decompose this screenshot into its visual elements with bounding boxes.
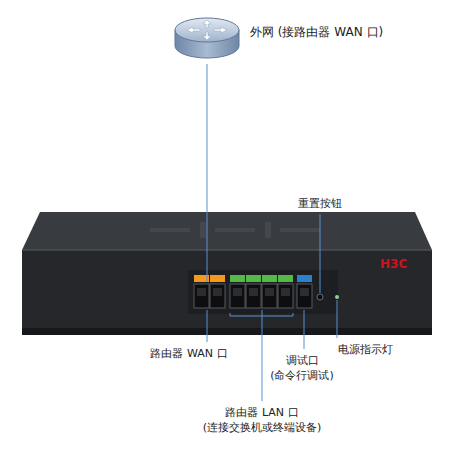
device-top (22, 212, 432, 250)
port-panel (188, 270, 338, 314)
port-contacts (265, 288, 274, 296)
top-emboss (265, 222, 271, 238)
device-illustration (22, 212, 432, 335)
port-color (278, 275, 293, 282)
device-base (22, 328, 432, 335)
device-edge (22, 250, 432, 251)
part-label: 调试口 (命令行调试) (262, 353, 342, 384)
port-contacts (300, 288, 309, 296)
router-arrow (187, 27, 200, 33)
top-emboss (150, 228, 190, 232)
port-color (297, 275, 312, 282)
port-contacts (281, 288, 290, 296)
port-color (262, 275, 277, 282)
device-front (22, 250, 432, 328)
rj45-port (230, 284, 245, 308)
rj45-port (278, 284, 293, 308)
leader-line (207, 212, 208, 282)
top-emboss (215, 228, 255, 232)
rj45-port (210, 284, 225, 308)
port-color (246, 275, 261, 282)
port-contacts (249, 288, 258, 296)
rj45-port (194, 284, 209, 308)
part-label: 路由器 LAN 口 (连接交换机或终端设备) (187, 405, 337, 436)
power-led (335, 295, 339, 299)
network-label: 外网 (接路由器 WAN 口) (250, 24, 383, 40)
port-color (210, 275, 225, 282)
part-label: 电源指示灯 (334, 342, 396, 357)
port-contacts (233, 288, 242, 296)
router-top (175, 18, 239, 42)
brand-logo: H3C (380, 256, 407, 272)
router-arrow (214, 27, 227, 33)
rj45-port (246, 284, 261, 308)
port-contacts (213, 288, 222, 296)
top-emboss (280, 228, 320, 232)
leader-line (262, 310, 263, 401)
top-emboss (200, 222, 206, 238)
port-contacts (197, 288, 206, 296)
leader-line (320, 214, 321, 293)
network-cable (207, 64, 208, 212)
lan-bracket (230, 313, 293, 316)
router-icon: 外网 (接路由器 WAN 口) (172, 12, 389, 64)
leader-line (304, 310, 305, 349)
leader-line (207, 310, 208, 342)
rj45-port (262, 284, 277, 308)
leader-line (337, 300, 338, 338)
reset-hole (317, 294, 323, 300)
router-illustration (172, 12, 242, 64)
router-arrow (203, 32, 211, 40)
part-label: 路由器 WAN 口 (146, 346, 232, 361)
rj45-port (297, 284, 312, 308)
port-color (230, 275, 245, 282)
router-arrow (203, 20, 211, 28)
part-label: 重置按钮 (292, 196, 348, 211)
router-device: H3C (22, 212, 432, 335)
